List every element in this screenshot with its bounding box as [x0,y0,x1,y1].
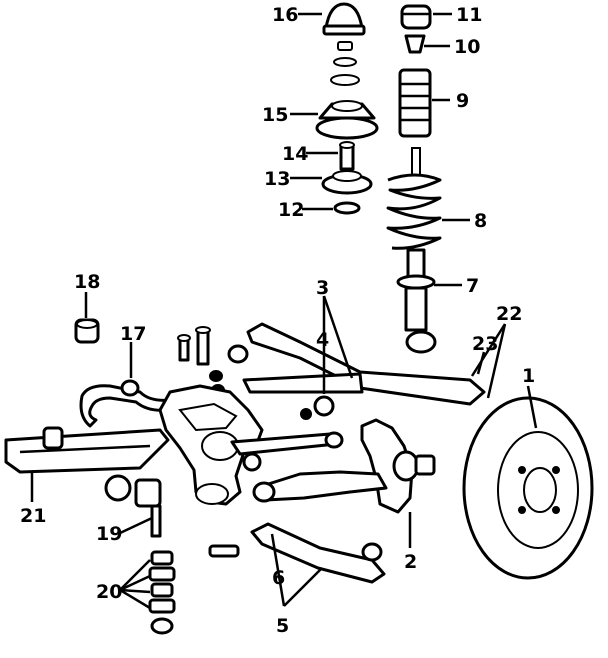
part-10-bushing [404,34,426,54]
part-upper-nut-washers [330,41,360,86]
callout-7: 7 [466,275,479,297]
callout-22: 22 [496,303,522,325]
callout-15: 15 [262,104,288,126]
callout-labels: 16 11 10 9 15 14 13 12 8 7 18 3 22 17 4 … [20,4,535,637]
callout-14: 14 [282,143,308,165]
part-5-lower-arm [208,522,386,584]
callout-9: 9 [456,90,469,112]
part-19-link [104,474,162,538]
callout-19: 19 [96,523,122,545]
leader-lines [30,12,538,610]
part-2-knuckle [360,418,436,514]
callout-4: 4 [316,329,329,351]
part-16-mount-cap [322,2,366,36]
part-lateral-link [230,431,344,456]
callout-10: 10 [454,36,480,58]
part-7-shock-absorber [396,248,437,354]
part-15-upper-mount [315,100,379,140]
part-1-brake-disc [462,396,594,580]
part-bolts [177,326,312,420]
callout-8: 8 [474,210,487,232]
part-18-bushing [74,318,100,344]
part-9-dust-boot [398,68,432,138]
part-11-cap [400,4,432,30]
callout-23: 23 [472,333,498,355]
callout-3: 3 [316,277,329,299]
callout-5: 5 [276,615,289,637]
callout-12: 12 [278,199,304,221]
callout-1: 1 [522,365,535,387]
callout-11: 11 [456,4,482,26]
part-trailing-arm [252,470,388,503]
part-3-upper-arm [242,322,486,417]
callout-16: 16 [272,4,298,26]
callout-6: 6 [272,567,285,589]
part-8-coil-spring [386,147,442,250]
callout-2: 2 [404,551,417,573]
callout-17: 17 [120,323,146,345]
callout-13: 13 [264,168,290,190]
part-14-stud [339,141,355,171]
callout-21: 21 [20,505,46,527]
part-crossmember [158,384,264,506]
callout-20: 20 [96,581,122,603]
part-20-bushing-stack [148,550,176,635]
part-13-spring-seat [321,170,373,195]
callout-18: 18 [74,271,100,293]
part-21-cross-beam [4,426,170,474]
part-12-washer [333,201,361,215]
